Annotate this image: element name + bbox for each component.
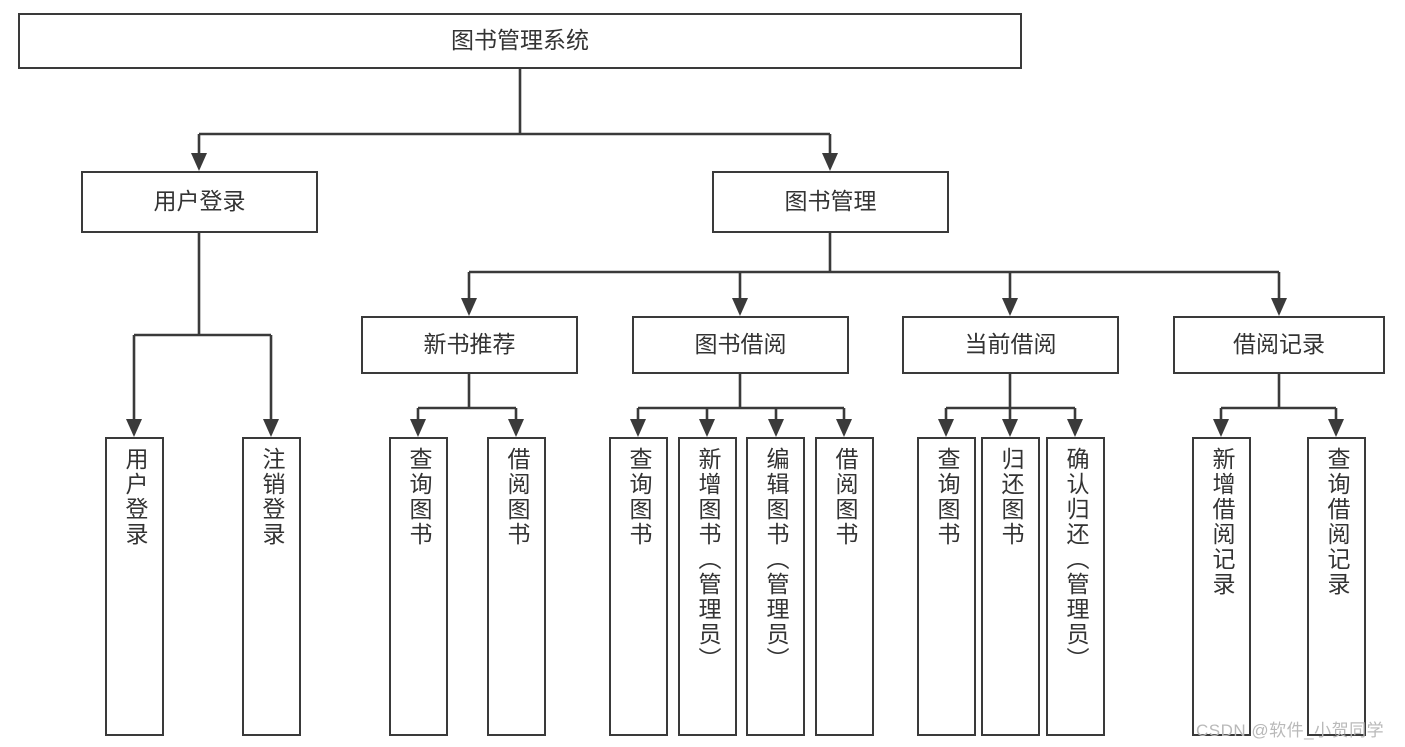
node-root-图书管理系统[interactable]: 图书管理系统 <box>18 13 1022 69</box>
node-level3-3[interactable]: 借阅记录 <box>1173 316 1385 374</box>
node-level2-0[interactable]: 用户登录 <box>81 171 318 233</box>
node-leaf-8[interactable]: 查询图书 <box>917 437 976 736</box>
arrow-book-borrow-child-3 <box>768 408 784 437</box>
node-level3-1[interactable]: 图书借阅 <box>632 316 849 374</box>
arrow-book-borrow-child-4 <box>836 408 852 437</box>
node-leaf-0[interactable]: 用户登录 <box>105 437 164 736</box>
node-level2-1[interactable]: 图书管理 <box>712 171 949 233</box>
node-label: 借阅图书 <box>504 447 530 547</box>
node-label: 归还图书 <box>998 447 1024 547</box>
node-level3-0[interactable]: 新书推荐 <box>361 316 578 374</box>
node-leaf-10[interactable]: 确认归还（管理员） <box>1046 437 1105 736</box>
arrow-user-login-child-1 <box>126 335 142 437</box>
arrow-borrow-record-child-1 <box>1213 408 1229 437</box>
arrow-to-current-borrow <box>1002 272 1018 316</box>
node-label: 图书管理 <box>784 188 877 215</box>
arrow-borrow-record-child-2 <box>1328 408 1344 437</box>
arrow-new-book-child-1 <box>410 408 426 437</box>
node-leaf-12[interactable]: 查询借阅记录 <box>1307 437 1366 736</box>
arrow-current-borrow-child-2 <box>1002 408 1018 437</box>
arrow-new-book-child-2 <box>508 408 524 437</box>
node-label: 用户登录 <box>153 188 246 215</box>
node-label: 查询借阅记录 <box>1324 447 1350 597</box>
node-label: 借阅图书 <box>832 447 858 547</box>
node-leaf-11[interactable]: 新增借阅记录 <box>1192 437 1251 736</box>
node-leaf-3[interactable]: 借阅图书 <box>487 437 546 736</box>
arrow-to-borrow-record <box>1271 272 1287 316</box>
node-label: 查询图书 <box>406 447 432 547</box>
arrow-current-borrow-child-1 <box>938 408 954 437</box>
node-label: 用户登录 <box>122 447 148 547</box>
arrow-to-book-borrow <box>732 272 748 316</box>
node-leaf-7[interactable]: 借阅图书 <box>815 437 874 736</box>
node-label: 新增图书（管理员） <box>695 447 721 672</box>
node-level3-2[interactable]: 当前借阅 <box>902 316 1119 374</box>
node-label: 编辑图书（管理员） <box>763 447 789 672</box>
node-leaf-4[interactable]: 查询图书 <box>609 437 668 736</box>
node-label: 查询图书 <box>934 447 960 547</box>
node-label: 注销登录 <box>259 447 285 547</box>
node-label: 图书管理系统 <box>451 27 589 54</box>
node-label: 图书借阅 <box>694 331 787 358</box>
arrow-user-login-child-2 <box>263 335 279 437</box>
node-label: 借阅记录 <box>1233 331 1325 358</box>
arrow-book-borrow-child-1 <box>630 408 646 437</box>
node-leaf-2[interactable]: 查询图书 <box>389 437 448 736</box>
watermark: CSDN @软件_小贺同学 <box>1196 721 1385 740</box>
node-leaf-6[interactable]: 编辑图书（管理员） <box>746 437 805 736</box>
node-label: 新书推荐 <box>423 331 516 358</box>
arrow-to-user-login <box>191 134 207 171</box>
node-label: 确认归还（管理员） <box>1063 447 1089 672</box>
arrow-book-borrow-child-2 <box>699 408 715 437</box>
node-label: 当前借阅 <box>964 331 1057 358</box>
arrow-current-borrow-child-3 <box>1067 408 1083 437</box>
arrow-to-new-book <box>461 272 477 316</box>
node-leaf-9[interactable]: 归还图书 <box>981 437 1040 736</box>
arrow-to-book-management <box>822 134 838 171</box>
node-label: 查询图书 <box>626 447 652 547</box>
node-leaf-5[interactable]: 新增图书（管理员） <box>678 437 737 736</box>
node-leaf-1[interactable]: 注销登录 <box>242 437 301 736</box>
node-label: 新增借阅记录 <box>1209 447 1235 597</box>
